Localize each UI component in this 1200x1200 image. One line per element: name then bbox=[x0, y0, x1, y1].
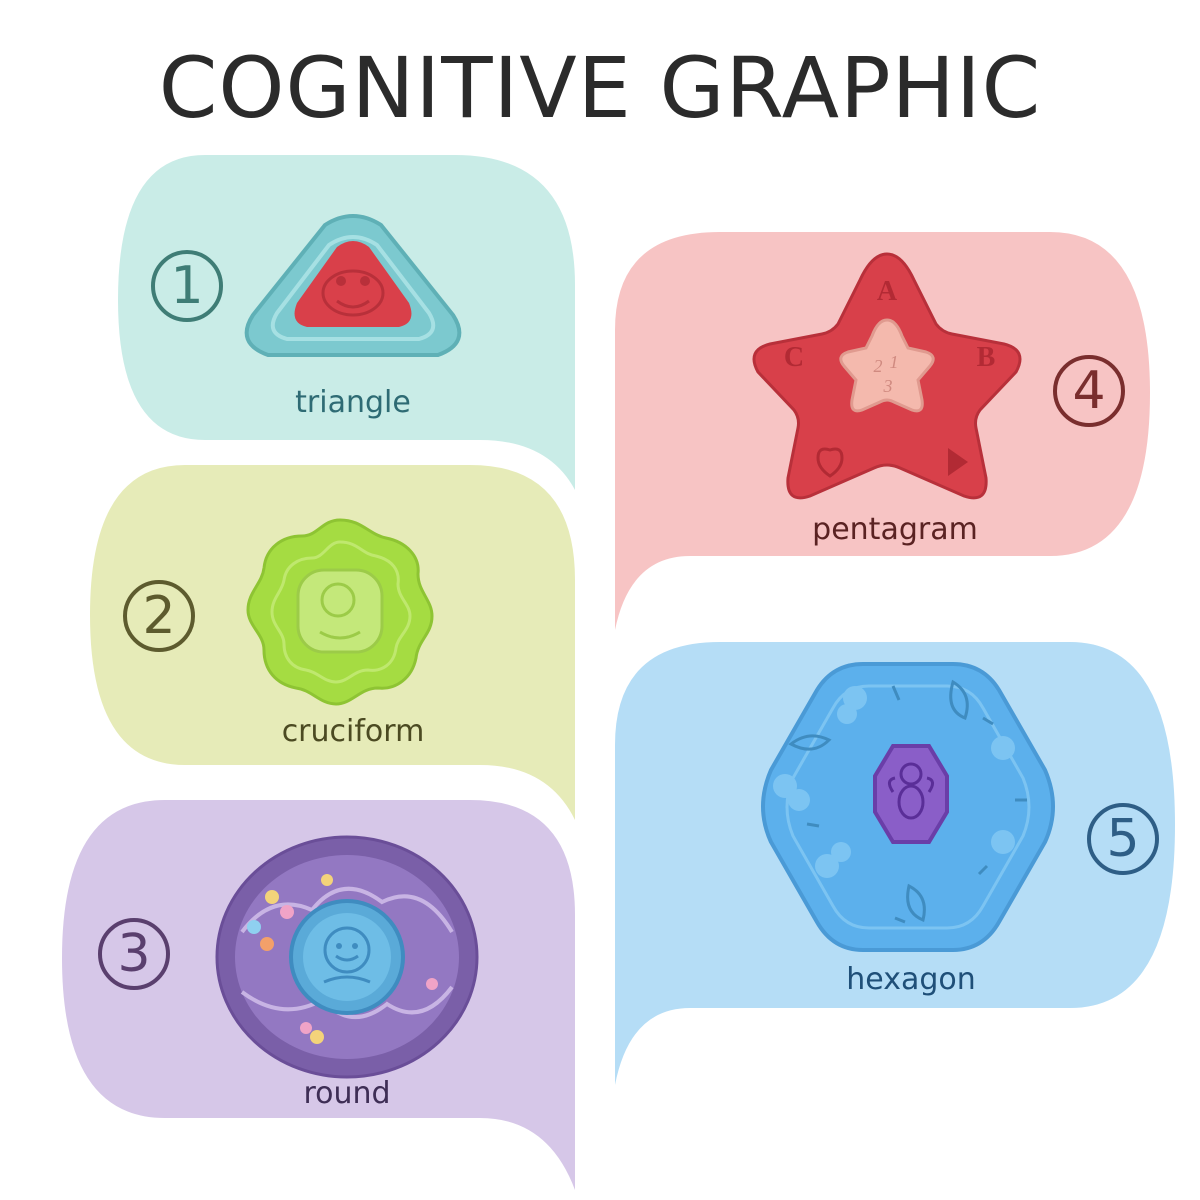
number-badge-4: 4 bbox=[1053, 355, 1125, 427]
star-letter-c: C bbox=[784, 342, 804, 373]
hexagon-toy-icon bbox=[761, 662, 1055, 952]
round-toy-icon bbox=[215, 835, 479, 1079]
inner-digit-3: 3 bbox=[883, 376, 893, 396]
number-badge-3: 3 bbox=[98, 918, 170, 990]
number-badge-1: 1 bbox=[151, 250, 223, 322]
shape-label-pentagram: pentagram bbox=[812, 512, 978, 547]
triangle-toy-icon bbox=[244, 214, 462, 357]
pentagram-toy-icon: A B C 1 2 3 bbox=[752, 252, 1022, 500]
shape-label-round: round bbox=[303, 1076, 391, 1111]
star-letter-b: B bbox=[977, 342, 996, 373]
shape-label-cruciform: cruciform bbox=[281, 714, 425, 749]
number-badge-2: 2 bbox=[123, 580, 195, 652]
page-title: COGNITIVE GRAPHIC bbox=[158, 39, 1042, 137]
inner-digit-2: 2 bbox=[874, 356, 883, 376]
star-letter-a: A bbox=[877, 276, 898, 307]
inner-digit-1: 1 bbox=[890, 352, 899, 372]
number-badge-5: 5 bbox=[1087, 803, 1159, 875]
cruciform-toy-icon bbox=[246, 518, 434, 706]
shape-label-triangle: triangle bbox=[295, 385, 411, 420]
shape-label-hexagon: hexagon bbox=[846, 962, 976, 997]
